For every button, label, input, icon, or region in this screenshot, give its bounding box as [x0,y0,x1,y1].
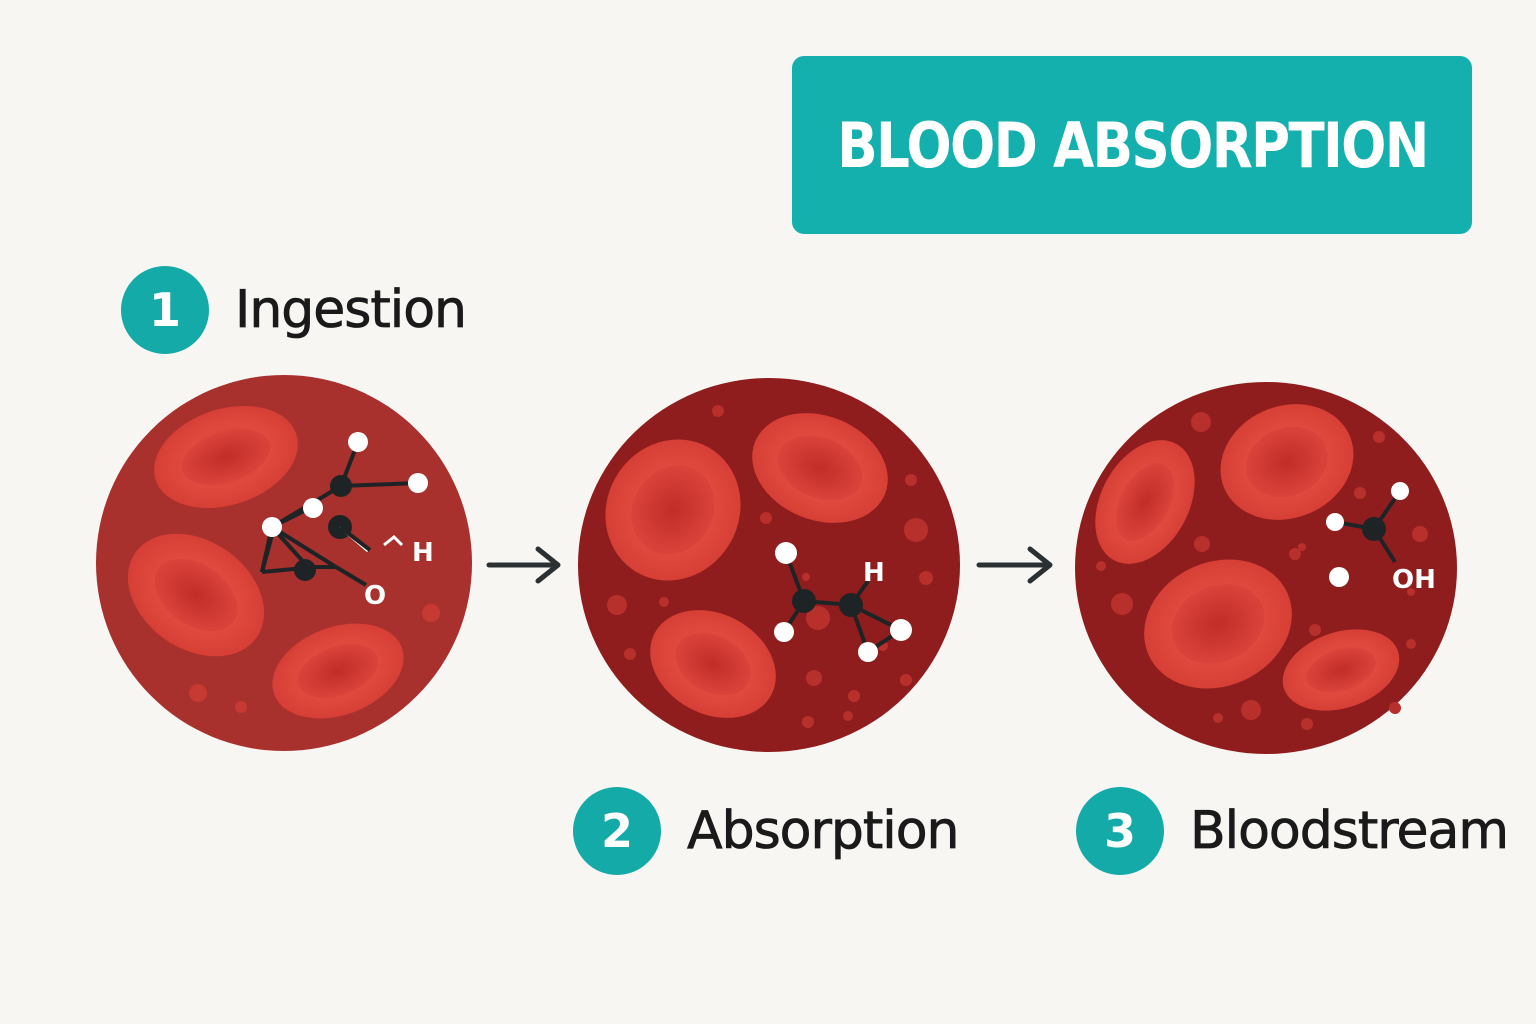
red-blood-cell [752,413,888,523]
red-blood-cell [272,623,404,719]
molecule-h-label: H [863,558,885,588]
red-blood-cell [605,439,741,581]
step-2-text: Absorption [687,801,960,862]
molecule-oh-label: OH [1392,565,1436,595]
molecule-o-label: O [364,581,386,611]
red-blood-cell [127,533,265,657]
step-1-text: Ingestion [235,280,468,341]
step-1-badge: 1 [121,266,209,354]
molecule: H [774,542,912,662]
molecule: H O [260,432,434,611]
stage-2-blood-view: H [578,378,960,752]
step-3-text: Bloodstream [1190,801,1510,862]
red-blood-cell [154,405,298,509]
red-blood-cell [1220,404,1354,520]
step-3-label: 3 Bloodstream [1076,787,1510,875]
red-blood-cell [650,610,776,718]
plasma-particles [189,604,440,713]
step-1-label: 1 Ingestion [121,266,468,354]
diagram-title: BLOOD ABSORPTION [836,108,1429,182]
red-blood-cell [1144,559,1292,689]
stage-3-blood-view: OH [1075,382,1457,754]
plasma-particles [1096,412,1428,730]
step-3-badge: 3 [1076,787,1164,875]
stage-1-blood-view: H O [96,375,472,751]
red-blood-cell [1282,629,1400,711]
red-blood-cell [1095,440,1195,564]
arrow-right-icon [976,546,1053,584]
molecule: OH [1326,482,1436,595]
title-banner: BLOOD ABSORPTION [792,56,1472,234]
arrow-right-icon [486,546,561,584]
plasma-particles [607,405,933,728]
molecule-h-label: H [412,538,434,568]
step-2-badge: 2 [573,787,661,875]
step-2-label: 2 Absorption [573,787,960,875]
